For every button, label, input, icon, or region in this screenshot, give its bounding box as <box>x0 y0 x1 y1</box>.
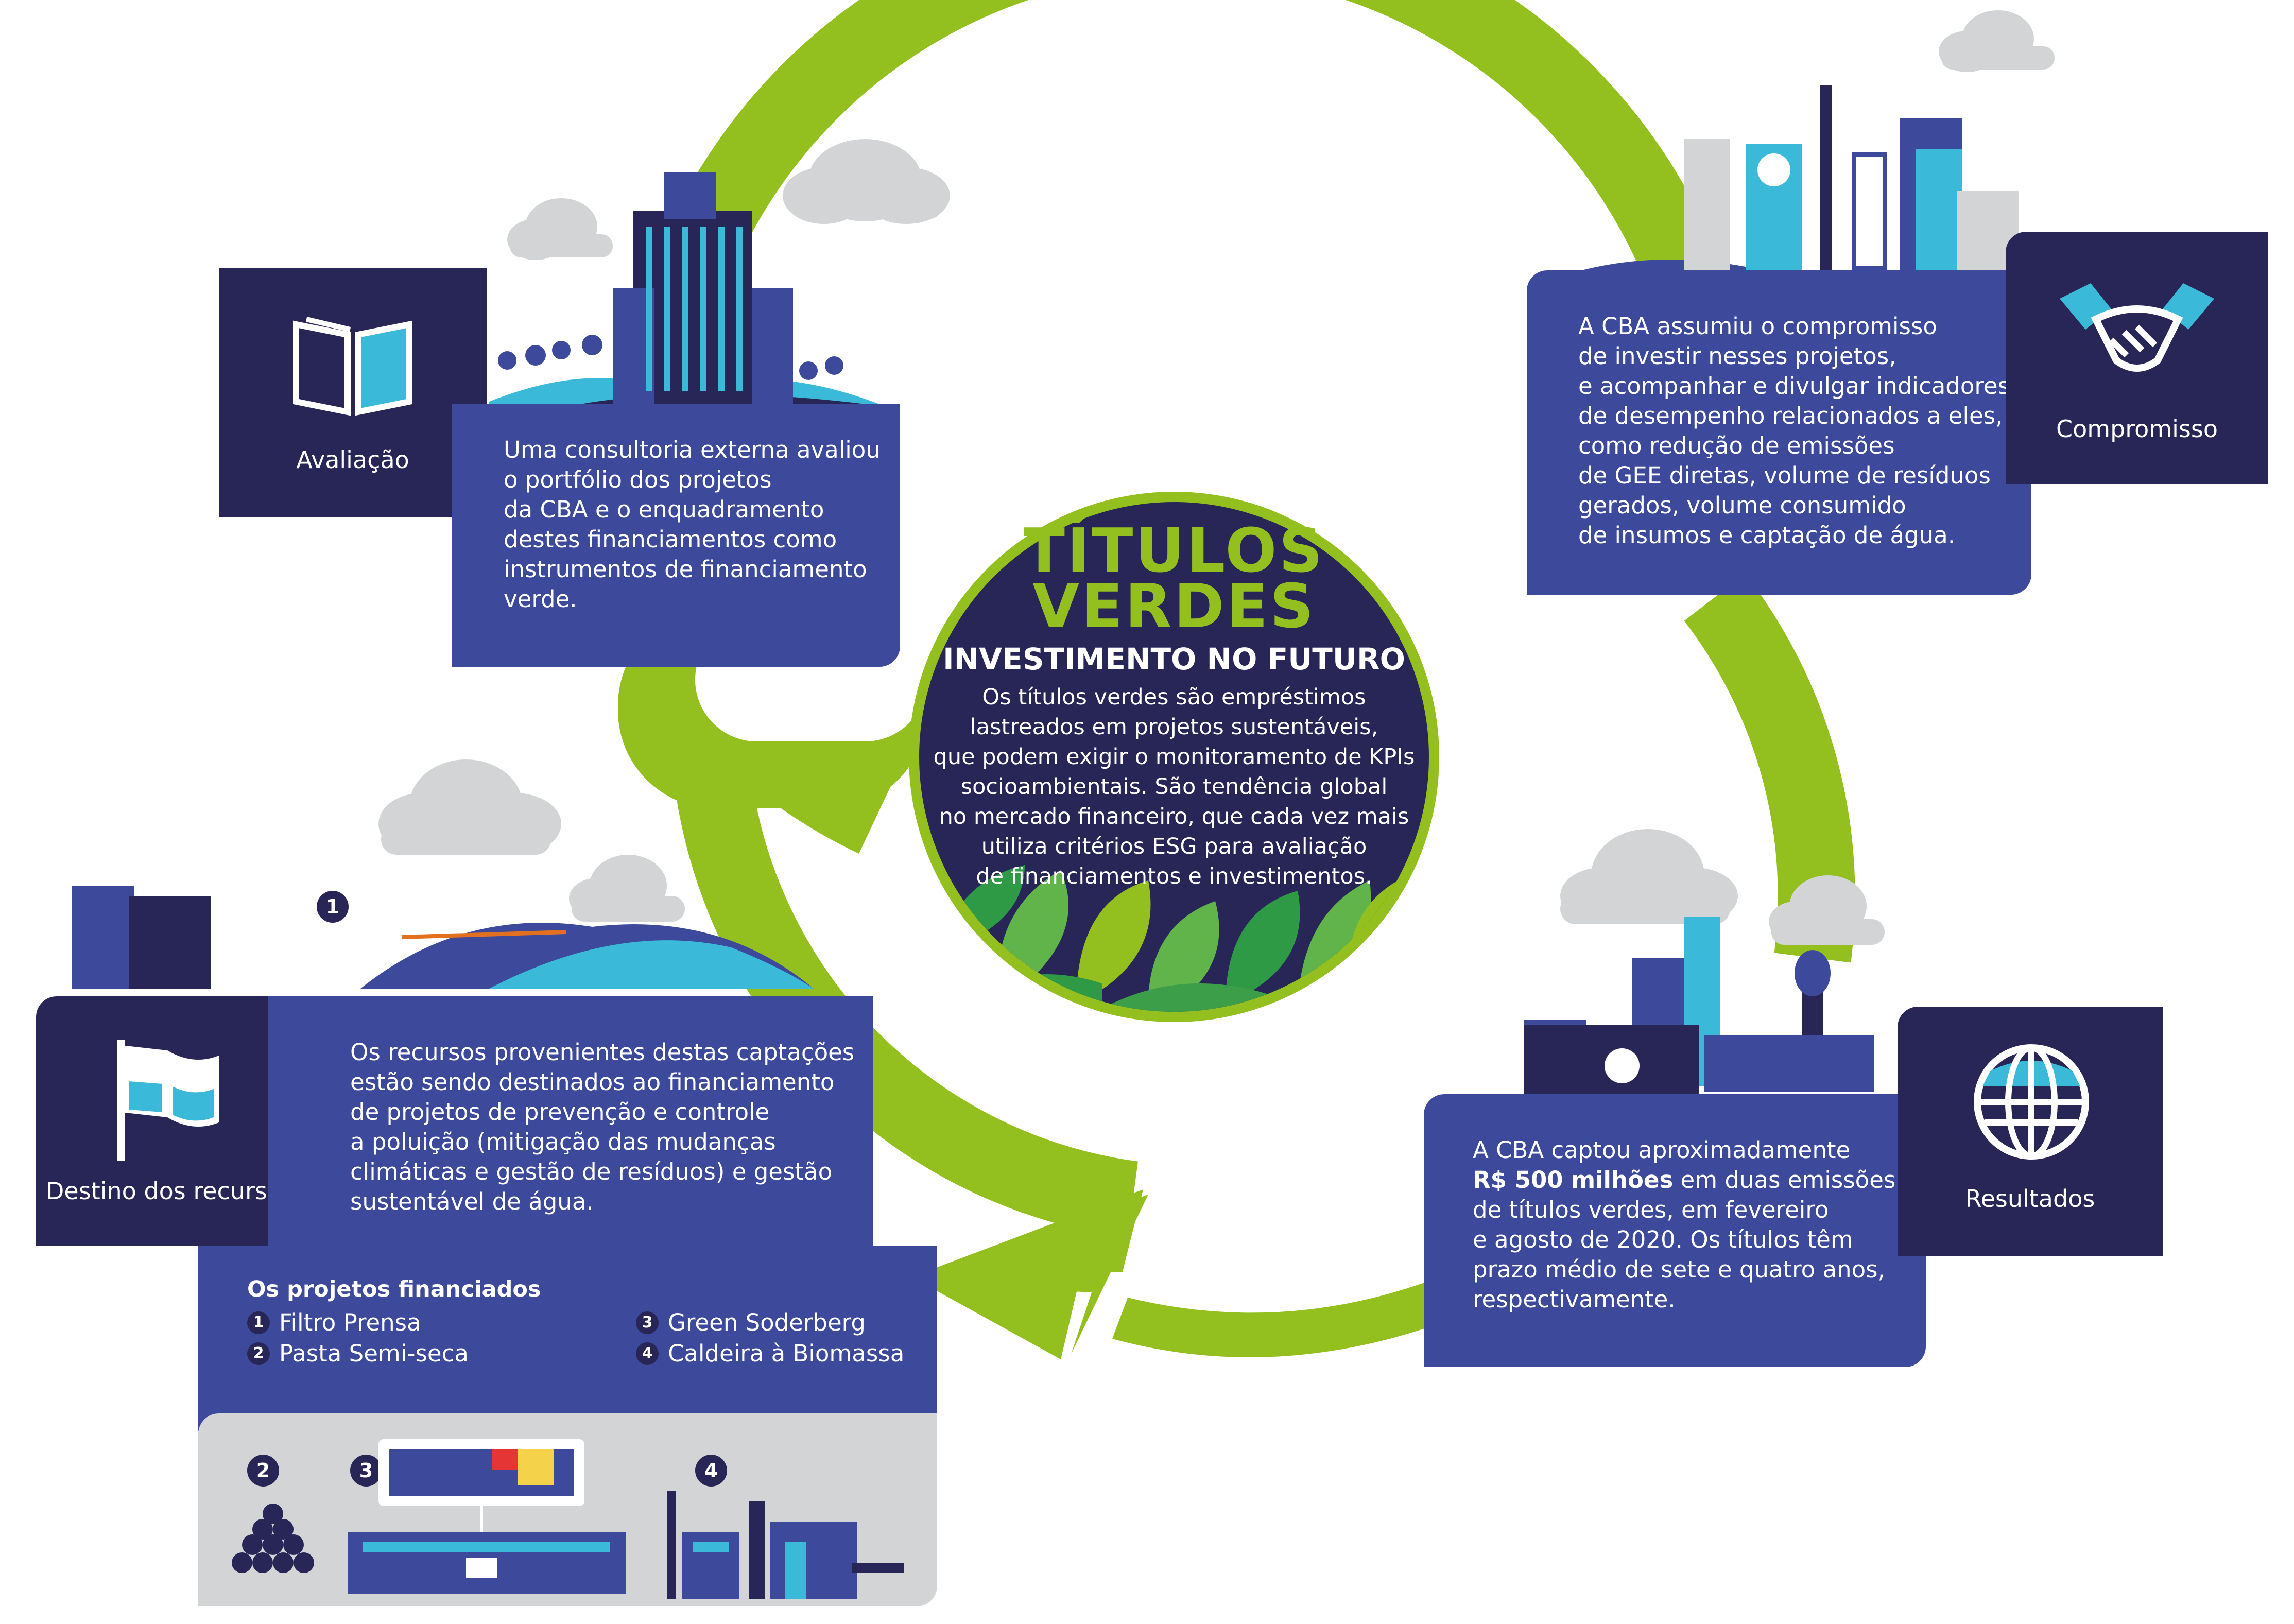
projetos-panel: Os projetos financiados 1 Filtro Prensa 2… <box>198 1246 937 1431</box>
center-circle <box>909 492 1439 1022</box>
destino-panel: Os recursos provenientes destas captaçõe… <box>268 996 873 1249</box>
cloud-icon <box>1769 875 1885 945</box>
projeto-item-3: 3 Green Soderberg <box>636 1308 866 1338</box>
projeto-item-2: 2 Pasta Semi-seca <box>247 1339 469 1369</box>
illustration-number-1: 1 <box>317 891 349 923</box>
illustration-number-3: 3 <box>350 1455 382 1487</box>
illustration-number-1-wrapper: 1 <box>317 891 358 923</box>
cloud-icon <box>783 139 950 224</box>
projeto-item-1: 1 Filtro Prensa <box>247 1308 421 1338</box>
illustration-number-4: 4 <box>695 1455 727 1487</box>
avaliacao-icon-box: Avaliação <box>219 268 487 517</box>
projeto-label: Green Soderberg <box>668 1309 866 1336</box>
cloud-icon <box>507 198 613 260</box>
resultados-panel: A CBA captou aproximadamente R$ 500 milh… <box>1424 1094 1926 1367</box>
cloud-icon <box>569 855 685 922</box>
destino-label: Destino dos recursos <box>46 1177 294 1205</box>
compromisso-panel: A CBA assumiu o compromisso de investir … <box>1527 270 2031 595</box>
biomass-boiler-icon <box>667 1491 904 1599</box>
projeto-label: Pasta Semi-seca <box>279 1340 469 1367</box>
cloud-icon <box>1560 829 1738 924</box>
destino-text: Os recursos provenientes destas captaçõe… <box>350 1039 855 1215</box>
compromisso-text: A CBA assumiu o compromisso de investir … <box>1578 313 2010 549</box>
illustration-number-2: 2 <box>247 1455 279 1487</box>
center-description: Os títulos verdes são empréstimos lastre… <box>933 684 1415 889</box>
resultados-text-first: A CBA captou aproximadamente R$ 500 milh… <box>1473 1135 1926 1315</box>
resultados-text-before: A CBA captou aproximadamente <box>1473 1136 1851 1164</box>
city-illustration-avaliacao <box>489 172 886 412</box>
resultados-icon-box: Resultados <box>1898 1007 2163 1256</box>
lower-arrow-body <box>1112 1225 1581 1357</box>
center-subtitle: INVESTIMENTO NO FUTURO <box>943 642 1405 677</box>
projeto-number-badge: 3 <box>636 1311 659 1334</box>
projetos-title: Os projetos financiados <box>247 1276 541 1302</box>
cloud-icon <box>378 759 561 855</box>
flag-icon <box>117 1040 219 1161</box>
projeto-label: Filtro Prensa <box>279 1309 421 1336</box>
projeto-label: Caldeira à Biomassa <box>668 1340 905 1367</box>
handshake-icon <box>2060 283 2214 372</box>
avaliacao-panel: Uma consultoria externa avaliou o portfó… <box>452 404 900 667</box>
center-title-line2: VERDES <box>1032 571 1316 642</box>
cloud-icon <box>1939 10 2055 72</box>
projeto-number-badge: 2 <box>247 1342 270 1365</box>
open-book-icon <box>293 317 412 416</box>
projeto-number-badge: 4 <box>636 1342 659 1365</box>
industrial-illustration-resultados <box>1524 917 1874 1097</box>
destino-icon-box: Destino dos recursos <box>36 996 304 1246</box>
resultados-text-after: em duas emissões de títulos verdes, em f… <box>1473 1166 1896 1313</box>
projeto-item-4: 4 Caldeira à Biomassa <box>636 1339 904 1369</box>
projeto-number-badge: 1 <box>247 1311 270 1334</box>
factory-illustration-compromisso <box>1555 85 2019 283</box>
avaliacao-text: Uma consultoria externa avaliou o portfó… <box>504 436 881 613</box>
resultados-amount: R$ 500 milhões <box>1473 1166 1674 1194</box>
globe-icon <box>1974 1044 2089 1160</box>
recycle-icon <box>1605 1048 1640 1083</box>
avaliacao-label: Avaliação <box>296 446 409 474</box>
compromisso-icon-box: Compromisso <box>2006 232 2268 484</box>
resultados-label: Resultados <box>1965 1185 2095 1213</box>
soderberg-plant-icon <box>348 1439 626 1594</box>
center-title-line1: TÍTULOS <box>1023 515 1325 586</box>
hill-illustration-destino <box>72 886 814 989</box>
projetos-illustration-strip: 2 3 4 <box>198 1413 937 1606</box>
pasta-pile-icon <box>232 1504 314 1573</box>
compromisso-label: Compromisso <box>2056 415 2218 443</box>
